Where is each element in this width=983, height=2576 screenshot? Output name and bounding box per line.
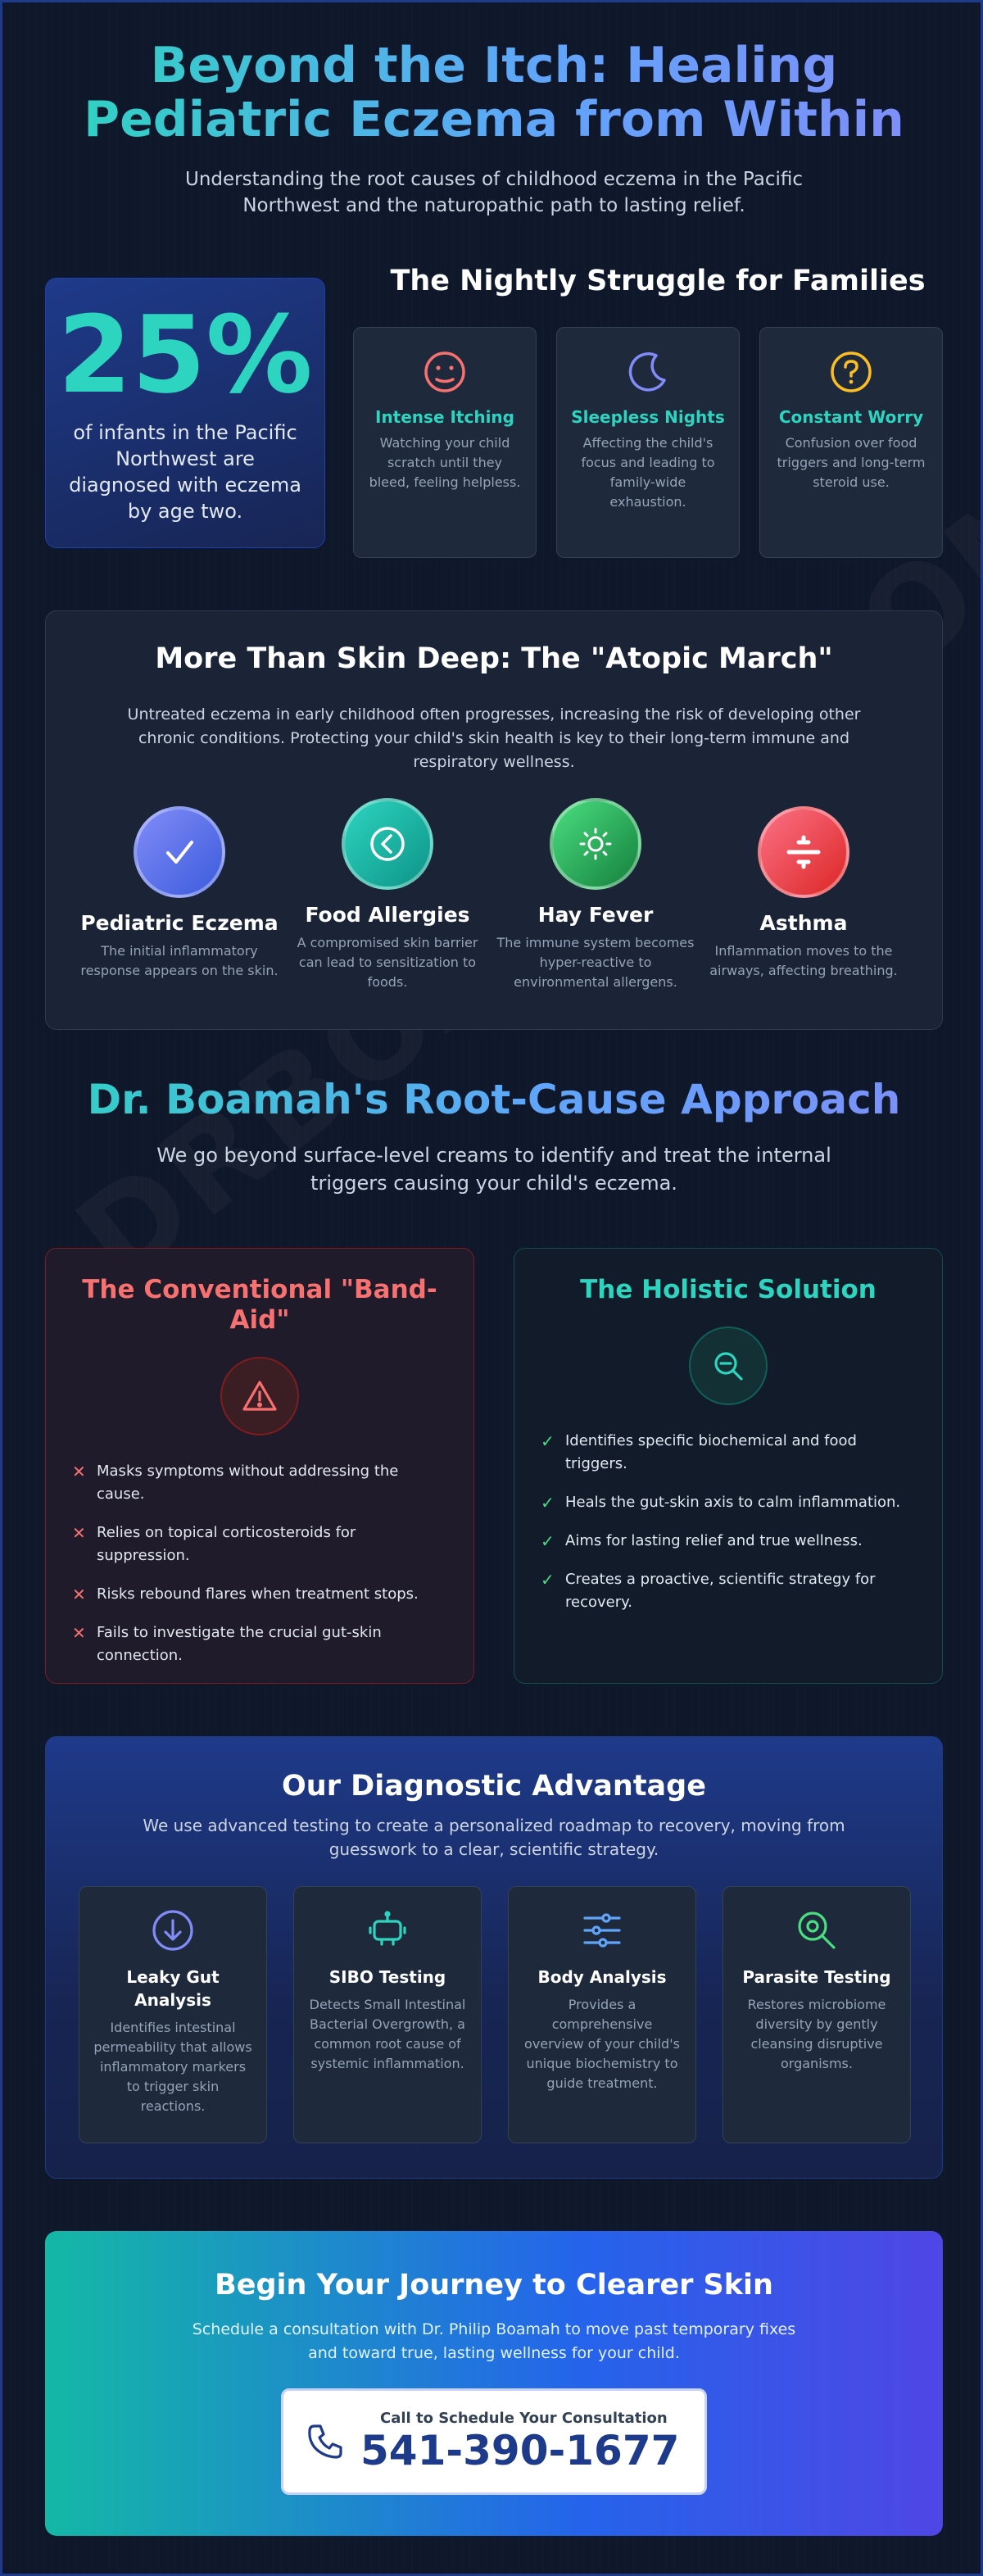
x-mark-icon: ✕ bbox=[72, 1462, 86, 1481]
diag-card-text: Identifies intestinal permeability that … bbox=[93, 2020, 252, 2114]
check-mark-icon: ✓ bbox=[541, 1570, 555, 1590]
diag-card-text: Provides a comprehensive overview of you… bbox=[524, 1997, 680, 2091]
list-item: ✓Aims for lasting relief and true wellne… bbox=[541, 1531, 863, 1551]
conventional-title: The Conventional "Band-Aid" bbox=[82, 1275, 437, 1335]
stat-card: 25% of infants in the Pacific Northwest … bbox=[45, 278, 325, 548]
list-item: ✓Creates a proactive, scientific strateg… bbox=[541, 1568, 916, 1614]
holistic-title: The Holistic Solution bbox=[580, 1275, 877, 1304]
call-button[interactable]: Call to Schedule Your Consultation 541-3… bbox=[281, 2388, 707, 2495]
phone-caption: Call to Schedule Your Consultation bbox=[380, 2409, 668, 2427]
atopic-march-section: More Than Skin Deep: The "Atopic March" … bbox=[45, 610, 943, 1030]
phone-number[interactable]: 541-390-1677 bbox=[360, 2426, 680, 2474]
conventional-list: ✕Masks symptoms without addressing the c… bbox=[72, 1460, 447, 1667]
struggle-card-title: Constant Worry bbox=[778, 407, 924, 427]
diag-card-title: Body Analysis bbox=[537, 1967, 667, 1987]
march-step-food-allergies: Food Allergies A compromised skin barrie… bbox=[285, 798, 490, 992]
diag-card-title: Leaky Gut Analysis bbox=[126, 1967, 220, 2010]
arrow-down-circle-icon bbox=[152, 1910, 193, 1951]
list-item: ✕Fails to investigate the crucial gut-sk… bbox=[72, 1621, 447, 1667]
check-mark-icon: ✓ bbox=[541, 1431, 555, 1451]
section-title: Our Diagnostic Advantage bbox=[282, 1770, 706, 1803]
struggle-card-sleepless: Sleepless Nights Affecting the child's f… bbox=[556, 327, 740, 558]
diag-card-text: Restores microbiome diversity by gently … bbox=[747, 1997, 886, 2071]
magnifier-icon bbox=[798, 1912, 836, 1949]
struggle-card-title: Intense Itching bbox=[375, 407, 514, 427]
cta-section: Begin Your Journey to Clearer Skin Sched… bbox=[45, 2231, 943, 2536]
check-mark-icon: ✓ bbox=[541, 1531, 555, 1551]
robot-icon bbox=[369, 1911, 406, 1946]
list-item: ✕Masks symptoms without addressing the c… bbox=[72, 1460, 447, 1506]
phone-text: Call to Schedule Your Consultation 541-3… bbox=[360, 2410, 679, 2474]
approach-subtitle: We go beyond surface-level creams to ide… bbox=[156, 1144, 831, 1195]
diag-card-parasite: Parasite Testing Restores microbiome div… bbox=[723, 1886, 911, 2143]
page-title: Beyond the Itch: Healing Pediatric Eczem… bbox=[43, 39, 944, 147]
check-mark-icon: ✓ bbox=[541, 1493, 555, 1512]
x-mark-icon: ✕ bbox=[72, 1523, 86, 1543]
list-item: ✕Risks rebound flares when treatment sto… bbox=[72, 1585, 419, 1604]
step-text: The initial inflammatory response appear… bbox=[80, 943, 279, 978]
diag-card-title: Parasite Testing bbox=[742, 1967, 891, 1987]
step-text: Inflammation moves to the airways, affec… bbox=[709, 943, 898, 978]
sun-icon bbox=[550, 798, 641, 890]
holistic-card: The Holistic Solution ✓Identifies specif… bbox=[514, 1248, 943, 1684]
sliders-icon bbox=[583, 1913, 621, 1948]
step-title: Hay Fever bbox=[537, 903, 654, 927]
section-title: More Than Skin Deep: The "Atopic March" bbox=[155, 642, 833, 675]
step-title: Food Allergies bbox=[305, 903, 470, 927]
march-step-asthma: Asthma Inflammation moves to the airways… bbox=[701, 806, 906, 981]
approach-title: Dr. Boamah's Root-Cause Approach bbox=[2, 1076, 981, 1123]
x-mark-icon: ✕ bbox=[72, 1585, 86, 1604]
cta-title: Begin Your Journey to Clearer Skin bbox=[215, 2269, 773, 2302]
conventional-card: The Conventional "Band-Aid" ✕Masks sympt… bbox=[45, 1248, 474, 1684]
struggle-card-worry: Constant Worry Confusion over food trigg… bbox=[759, 327, 943, 558]
section-intro: We use advanced testing to create a pers… bbox=[143, 1816, 845, 1859]
medical-cross-icon bbox=[758, 806, 849, 898]
diag-card-title: SIBO Testing bbox=[328, 1967, 446, 1987]
step-text: A compromised skin barrier can lead to s… bbox=[297, 935, 478, 990]
diag-card-sibo: SIBO Testing Detects Small Intestinal Ba… bbox=[293, 1886, 482, 2143]
stat-value: 25% bbox=[57, 293, 313, 417]
zoom-out-icon bbox=[689, 1327, 768, 1405]
diagnostic-section: Our Diagnostic Advantage We use advanced… bbox=[45, 1736, 943, 2179]
list-item: ✓Identifies specific biochemical and foo… bbox=[541, 1430, 916, 1476]
march-step-hay-fever: Hay Fever The immune system becomes hype… bbox=[493, 798, 698, 992]
step-text: The immune system becomes hyper-reactive… bbox=[496, 935, 695, 990]
struggle-card-text: Affecting the child's focus and leading … bbox=[581, 435, 715, 510]
warning-triangle-icon bbox=[220, 1357, 299, 1435]
x-mark-icon: ✕ bbox=[72, 1623, 86, 1643]
list-item: ✓Heals the gut-skin axis to calm inflamm… bbox=[541, 1493, 901, 1512]
struggle-title: The Nightly Struggle for Families bbox=[390, 265, 926, 297]
diag-card-text: Detects Small Intestinal Bacterial Overg… bbox=[309, 1997, 466, 2071]
question-circle-icon bbox=[831, 351, 872, 392]
stat-text: of infants in the Pacific Northwest are … bbox=[69, 421, 301, 523]
struggle-card-title: Sleepless Nights bbox=[571, 407, 725, 427]
struggle-card-text: Watching your child scratch until they b… bbox=[369, 435, 521, 490]
diag-card-body-analysis: Body Analysis Provides a comprehensive o… bbox=[508, 1886, 696, 2143]
hero-header: Beyond the Itch: Healing Pediatric Eczem… bbox=[2, 39, 981, 219]
cta-text: Schedule a consultation with Dr. Philip … bbox=[192, 2320, 796, 2362]
check-icon bbox=[134, 806, 225, 898]
list-item: ✕Relies on topical corticosteroids for s… bbox=[72, 1522, 447, 1567]
page-subtitle: Understanding the root causes of childho… bbox=[185, 169, 803, 216]
march-step-eczema: Pediatric Eczema The initial inflammator… bbox=[77, 806, 282, 981]
holistic-list: ✓Identifies specific biochemical and foo… bbox=[541, 1430, 916, 1614]
section-intro: Untreated eczema in early childhood ofte… bbox=[127, 705, 861, 771]
phone-icon bbox=[308, 2424, 342, 2459]
chevron-left-circle-icon bbox=[342, 798, 433, 890]
step-title: Asthma bbox=[759, 911, 848, 935]
frown-face-icon bbox=[424, 351, 465, 392]
struggle-card-itching: Intense Itching Watching your child scra… bbox=[353, 327, 537, 558]
moon-icon bbox=[628, 352, 666, 392]
struggle-card-text: Confusion over food triggers and long-te… bbox=[777, 435, 926, 490]
step-title: Pediatric Eczema bbox=[80, 911, 279, 935]
diag-card-leaky-gut: Leaky Gut Analysis Identifies intestinal… bbox=[79, 1886, 267, 2143]
